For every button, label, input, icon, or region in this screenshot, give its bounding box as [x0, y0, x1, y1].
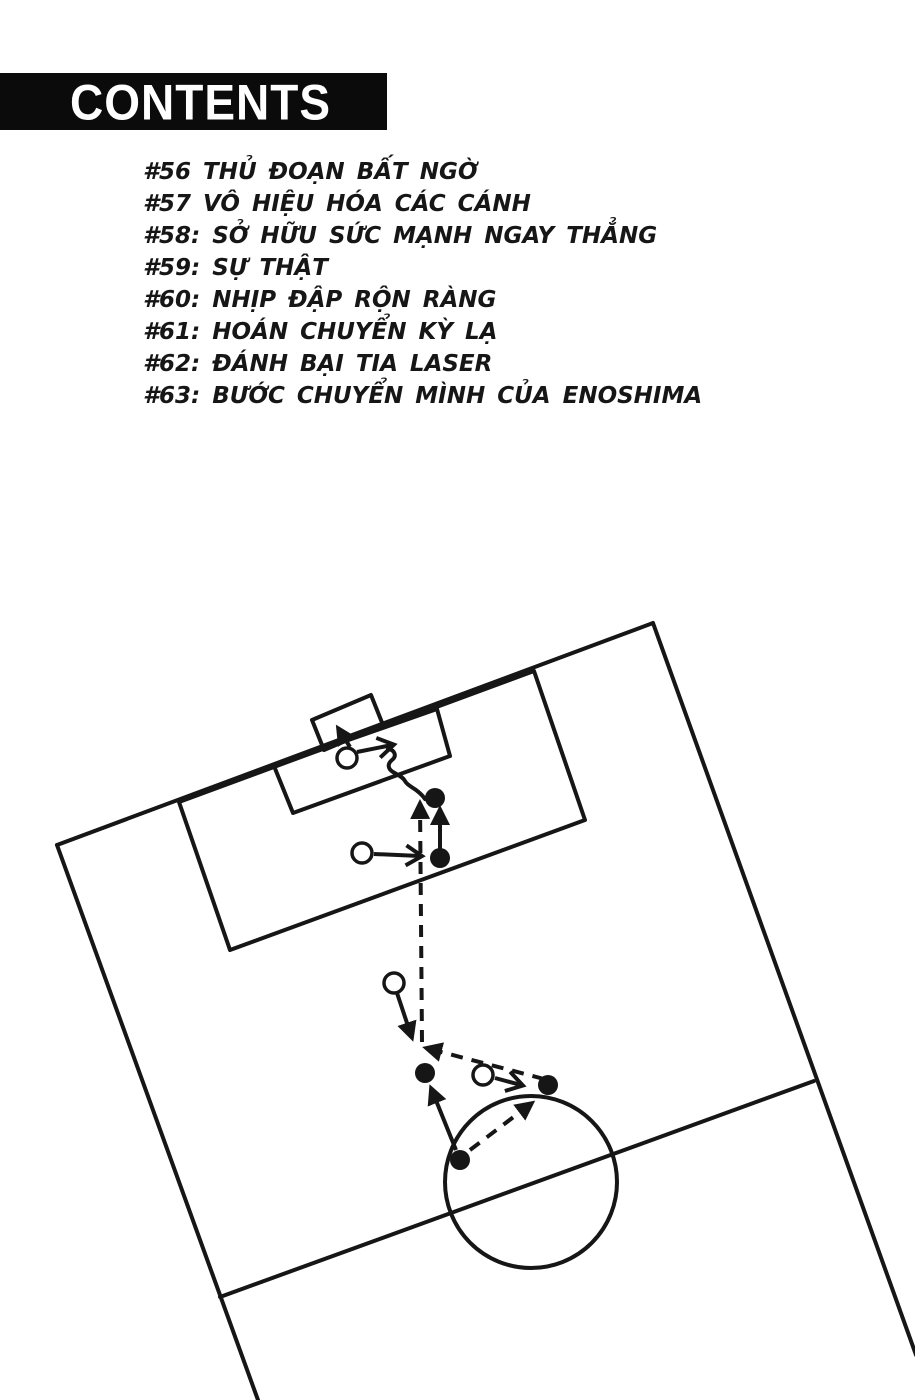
player-black-1 — [425, 788, 445, 808]
player-black-2 — [430, 848, 450, 868]
dribble-squiggle — [386, 747, 427, 801]
chapter-item-56: #56 THỦ ĐOẠN BẤT NGỜ — [143, 159, 478, 185]
chapter-list: #56 THỦ ĐOẠN BẤT NGỜ #57 VÔ HIỆU HÓA CÁC … — [143, 156, 702, 412]
field-center-circle — [443, 1094, 619, 1270]
arrow-keeper-move — [356, 736, 398, 760]
arrow-marker-press — [494, 1070, 527, 1093]
arrow-midfielder-track — [395, 992, 417, 1042]
contents-header-bar: CONTENTS — [0, 73, 387, 130]
player-white-3 — [382, 971, 406, 995]
arrow-pass-up-right — [468, 1100, 536, 1152]
field-goal-area — [272, 707, 452, 815]
player-white-1 — [335, 746, 359, 770]
chapter-item-60: #60: NHỊP ĐẬP RỘN RÀNG — [143, 287, 497, 313]
chapter-item-57: #57 VÔ HIỆU HÓA CÁC CÁNH — [143, 191, 531, 217]
player-white-2 — [350, 841, 374, 865]
player-black-5 — [450, 1150, 470, 1170]
arrow-run-up-left — [427, 1084, 458, 1151]
field-penalty-area — [177, 669, 587, 952]
player-white-4 — [471, 1063, 495, 1087]
player-black-3 — [415, 1063, 435, 1083]
field-left-sideline — [55, 843, 260, 1400]
chapter-item-61: #61: HOÁN CHUYỂN KỲ LẠ — [143, 319, 498, 345]
field-halfway-line — [218, 1079, 816, 1299]
chapter-item-63: #63: BƯỚC CHUYỂN MÌNH CỦA ENOSHIMA — [143, 383, 703, 409]
arrow-shot-into-goal — [335, 724, 355, 749]
player-black-4 — [538, 1075, 558, 1095]
field-goal-line — [55, 621, 655, 847]
page-title: CONTENTS — [70, 73, 331, 130]
arrow-defender-press — [373, 843, 426, 868]
chapter-item-62: #62: ĐÁNH BẠI TIA LASER — [143, 351, 493, 377]
field-goal-box — [310, 693, 385, 752]
field-right-sideline — [651, 621, 915, 1357]
arrow-long-pass — [410, 799, 431, 1043]
chapter-item-59: #59: SỰ THẬT — [143, 255, 328, 281]
chapter-item-58: #58: SỞ HỮU SỨC MẠNH NGAY THẲNG — [143, 223, 658, 249]
